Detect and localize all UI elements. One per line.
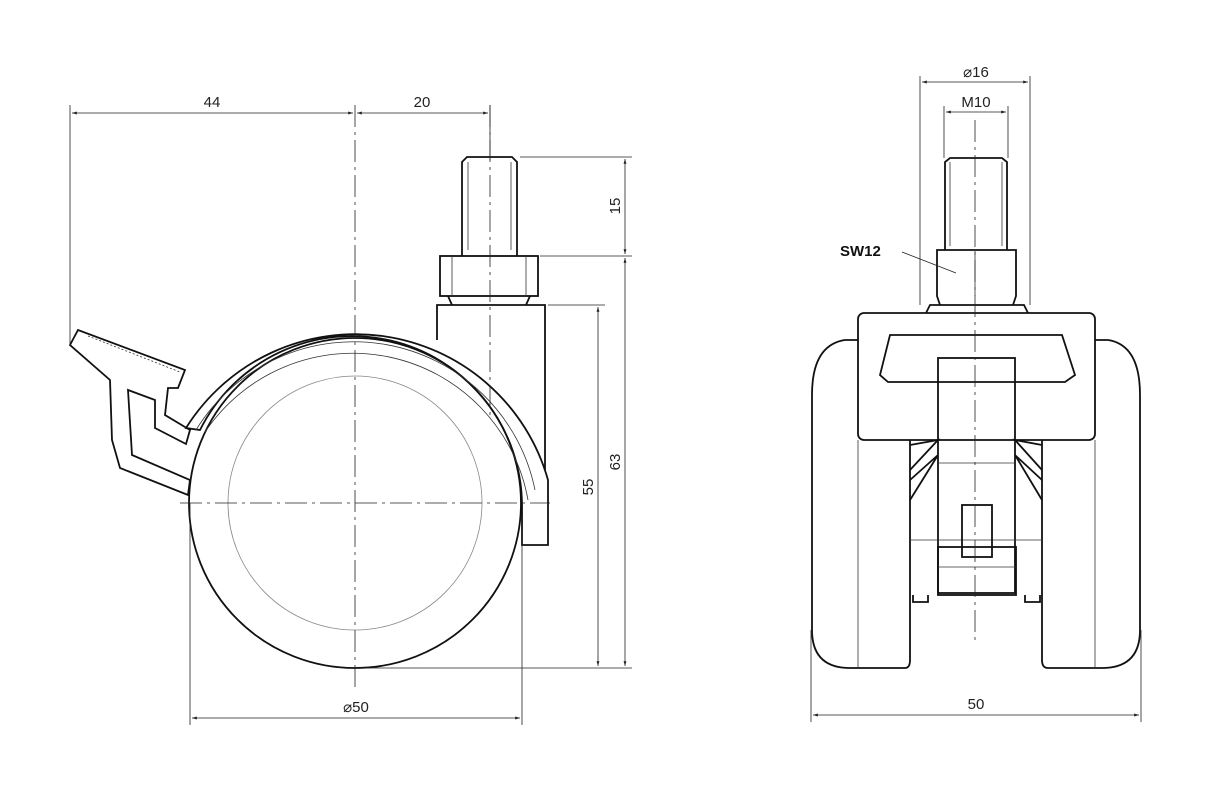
dim-55: 55 [580, 479, 597, 496]
hood [184, 333, 549, 546]
stem-body [436, 304, 546, 470]
left-wheel [811, 339, 911, 669]
front-view: ⌀16 M10 SW12 50 [810, 64, 1142, 722]
dim-20: 20 [414, 94, 431, 111]
threaded-stud [461, 156, 518, 256]
front-stud [944, 157, 1008, 250]
dim-diameter-16: ⌀16 [963, 64, 989, 81]
label-sw12: SW12 [840, 243, 881, 260]
bracket-plate [857, 312, 1096, 441]
dim-44: 44 [204, 94, 221, 111]
dim-m10: M10 [961, 94, 990, 111]
side-view: 44 20 15 63 55 ⌀50 [68, 94, 632, 725]
brake-pedal [68, 328, 192, 497]
dim-diameter-50: ⌀50 [343, 699, 369, 716]
hex-nut [439, 255, 539, 297]
right-wheel [1041, 339, 1141, 669]
dim-63: 63 [607, 454, 624, 471]
dim-50-width: 50 [968, 696, 985, 713]
dim-15: 15 [607, 198, 624, 215]
